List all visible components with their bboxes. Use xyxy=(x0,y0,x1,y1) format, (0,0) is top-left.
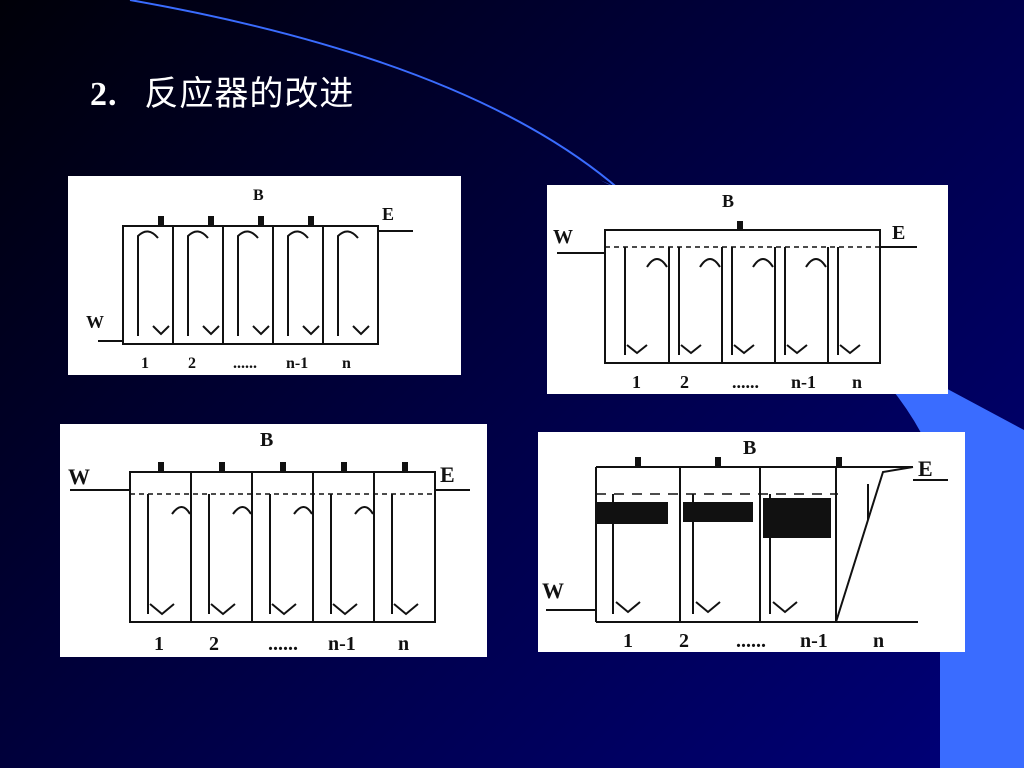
compartment-label: n-1 xyxy=(791,372,816,392)
reactor-diagram-1: B E W 1 2 ...... n-1 n xyxy=(68,176,461,375)
compartment-label: ...... xyxy=(268,633,298,655)
compartment-label: 2 xyxy=(680,372,689,392)
outlet-label: E xyxy=(892,222,905,244)
compartment-label: 1 xyxy=(632,372,641,392)
reactor-diagram-2: B E W 1 2 ...... n-1 n xyxy=(547,185,948,394)
compartment-label: n-1 xyxy=(800,630,828,652)
top-label: B xyxy=(253,187,264,204)
compartment-label: ...... xyxy=(233,355,257,372)
slide-number: 2. xyxy=(90,76,118,113)
slide-title-text: 反应器的改进 xyxy=(144,74,355,114)
outlet-label: E xyxy=(918,456,933,481)
compartment-label: n-1 xyxy=(286,355,308,372)
compartment-label: ...... xyxy=(732,372,759,392)
reactor-diagram-1-drawing: B E W 1 2 ...... n-1 n xyxy=(86,187,413,372)
inlet-label: W xyxy=(542,578,564,603)
reactor-diagram-3: B E W 1 2 ...... n-1 n xyxy=(60,424,487,657)
compartment-label: 1 xyxy=(154,633,164,655)
compartment-label: 2 xyxy=(209,633,219,655)
top-label: B xyxy=(260,429,273,451)
top-label: B xyxy=(743,437,756,459)
inlet-label: W xyxy=(68,464,90,489)
reactor-diagram-4-drawing: B E W 1 2 ...... n-1 n xyxy=(542,437,948,652)
inlet-label: W xyxy=(86,312,104,332)
reactor-diagram-2-drawing: B E W 1 2 ...... n-1 n xyxy=(553,191,917,392)
compartment-label: n xyxy=(873,630,884,652)
compartment-label: n xyxy=(852,372,862,392)
compartment-label: n-1 xyxy=(328,633,356,655)
outlet-label: E xyxy=(440,462,455,487)
compartment-label: n xyxy=(342,355,351,372)
compartment-label: n xyxy=(398,633,409,655)
outlet-label: E xyxy=(382,204,394,224)
reactor-diagram-4: B E W 1 2 ...... n-1 n xyxy=(538,432,965,652)
reactor-diagram-3-drawing: B E W 1 2 ...... n-1 n xyxy=(68,429,470,655)
compartment-label: 1 xyxy=(623,630,633,652)
top-label: B xyxy=(722,191,734,211)
compartment-label: 2 xyxy=(188,355,196,372)
slide-title: 2. 反应器的改进 xyxy=(90,66,354,115)
accent-arc xyxy=(129,0,621,191)
inlet-label: W xyxy=(553,226,573,248)
compartment-label: ...... xyxy=(736,630,766,652)
compartment-label: 2 xyxy=(679,630,689,652)
compartment-label: 1 xyxy=(141,355,149,372)
